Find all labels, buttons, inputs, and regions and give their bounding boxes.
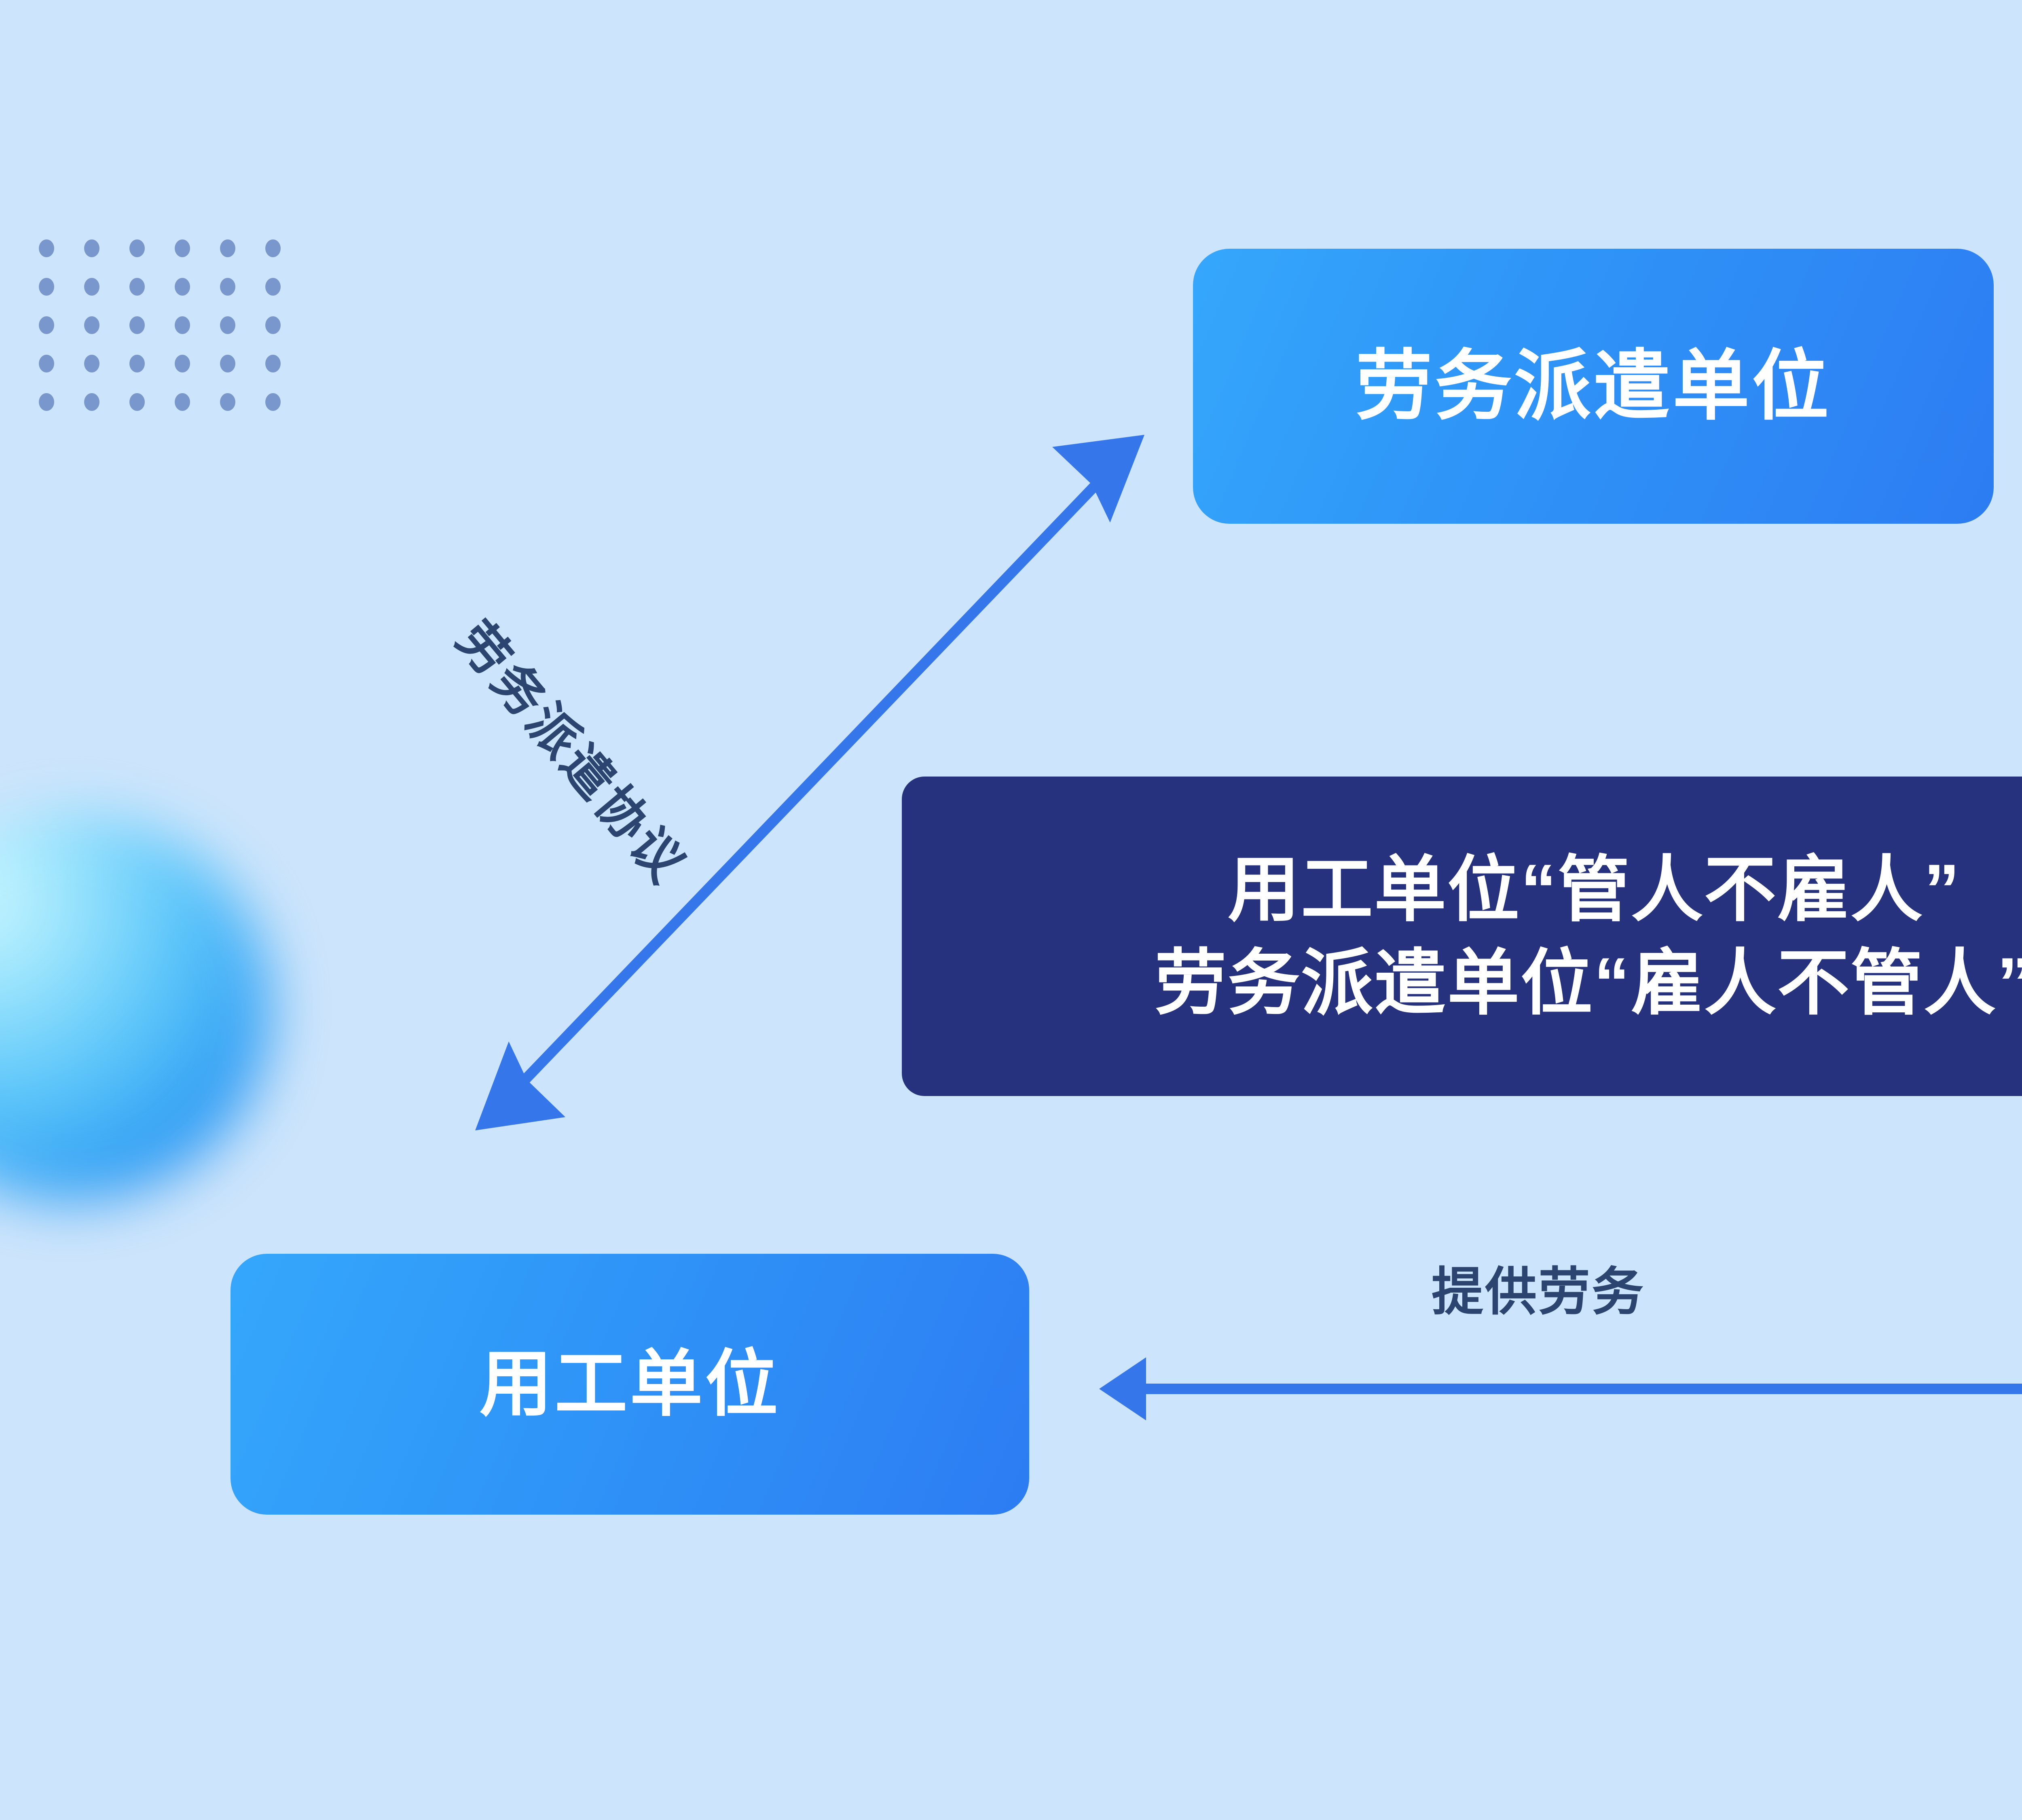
grid-dot bbox=[84, 316, 99, 334]
grid-dot bbox=[129, 355, 145, 372]
grid-dot bbox=[129, 239, 145, 257]
grid-dot bbox=[39, 316, 54, 334]
grid-dot bbox=[39, 355, 54, 372]
arrowhead-up-right bbox=[1052, 435, 1144, 523]
grid-dot bbox=[220, 355, 235, 372]
grid-dot bbox=[129, 393, 145, 411]
grid-dot bbox=[84, 278, 99, 296]
node-labor-dispatch-agency[interactable]: 劳务派遣单位 bbox=[1193, 249, 1994, 524]
grid-dot bbox=[129, 316, 145, 334]
grid-dot bbox=[39, 278, 54, 296]
node-employing-unit[interactable]: 用工单位 bbox=[231, 1254, 1029, 1515]
grid-dot bbox=[265, 355, 281, 372]
arrowhead-down-left bbox=[475, 1041, 565, 1130]
grid-dot bbox=[220, 316, 235, 334]
grid-dot bbox=[265, 239, 281, 257]
callout-line-1: 用工单位“管人不雇人” bbox=[1228, 849, 1961, 930]
grid-dot bbox=[220, 278, 235, 296]
decorative-dot-grid bbox=[39, 239, 311, 432]
grid-dot bbox=[175, 316, 190, 334]
edge-dispatch-agreement-arrow bbox=[475, 435, 1144, 1130]
grid-dot bbox=[265, 393, 281, 411]
grid-dot bbox=[220, 393, 235, 411]
grid-dot bbox=[84, 393, 99, 411]
edge-provide-labor-arrow bbox=[1099, 1357, 2022, 1420]
grid-dot bbox=[220, 239, 235, 257]
grid-dot bbox=[84, 355, 99, 372]
grid-dot bbox=[84, 239, 99, 257]
grid-dot bbox=[175, 355, 190, 372]
grid-dot bbox=[175, 278, 190, 296]
grid-dot bbox=[39, 393, 54, 411]
arrowhead-left bbox=[1099, 1357, 1146, 1420]
grid-dot bbox=[39, 239, 54, 257]
grid-dot bbox=[265, 278, 281, 296]
grid-dot bbox=[175, 239, 190, 257]
edge-label-provide-labor: 提供劳务 bbox=[1432, 1263, 1646, 1321]
center-callout-box: 用工单位“管人不雇人” 劳务派遣单位“雇人不管人” bbox=[902, 777, 2022, 1096]
grid-dot bbox=[175, 393, 190, 411]
grid-dot bbox=[129, 278, 145, 296]
grid-dot bbox=[265, 316, 281, 334]
callout-line-2: 劳务派遣单位“雇人不管人” bbox=[1155, 943, 2022, 1023]
